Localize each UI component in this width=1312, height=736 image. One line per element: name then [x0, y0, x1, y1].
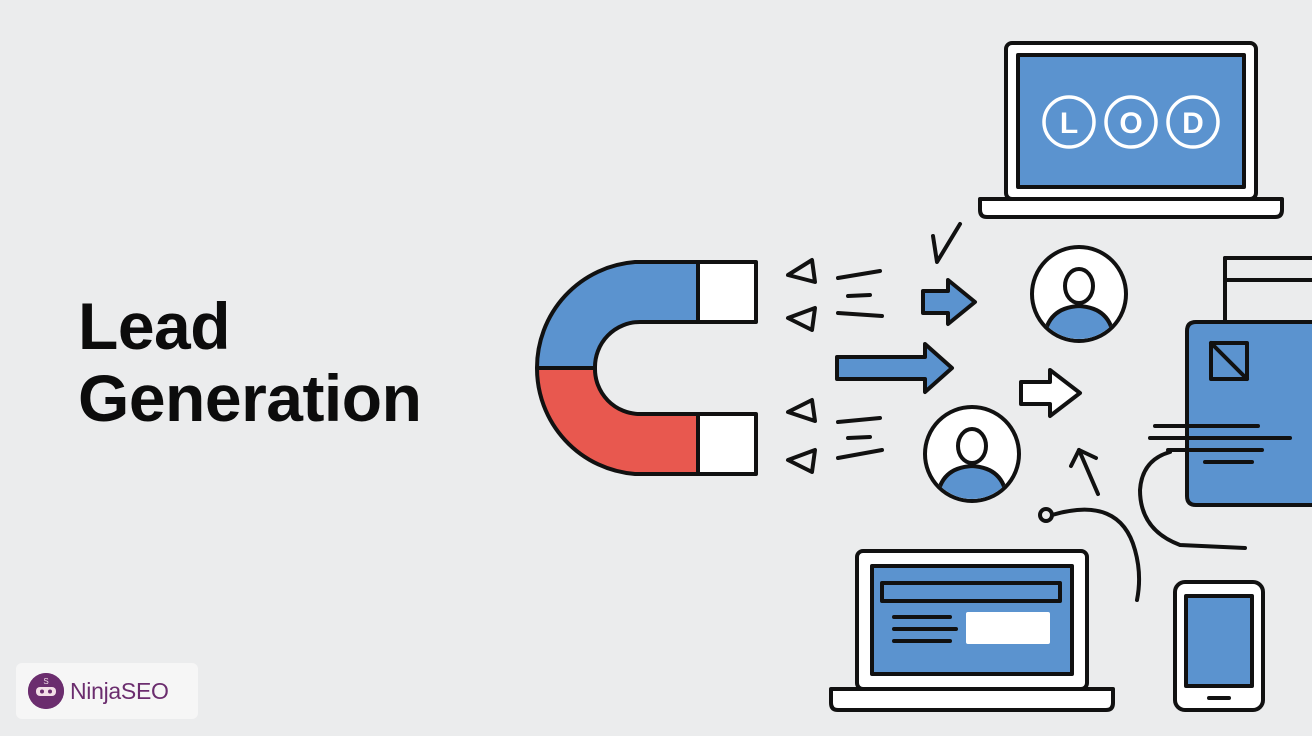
magnet-icon	[534, 260, 758, 476]
laptop-icon	[978, 41, 1284, 219]
user-avatar-icon	[923, 405, 1021, 503]
laptop-screen-letter: D	[1182, 107, 1204, 140]
logo-wordmark: NinjaSEO	[70, 677, 169, 704]
logo-badge-letter: S	[43, 677, 48, 686]
laptop-screen-letter: L	[1060, 107, 1078, 140]
attraction-marks	[786, 258, 884, 474]
arrow-right-icon	[921, 278, 977, 326]
headline-line-1: Lead	[78, 289, 231, 363]
headline: Lead Generation	[78, 289, 422, 435]
checkmark-icon	[931, 222, 962, 264]
arrow-up-icon	[1069, 448, 1100, 496]
connector-line	[1038, 507, 1142, 602]
headline-line-2: Generation	[78, 361, 422, 435]
ninja-logo-icon: S	[28, 673, 64, 709]
arrow-right-icon	[1019, 368, 1082, 418]
ninjaseo-logo[interactable]: S NinjaSEO	[16, 663, 198, 719]
smartphone-icon	[1173, 580, 1265, 712]
document-card-icon	[1138, 256, 1312, 550]
arrow-right-icon	[835, 342, 954, 394]
user-avatar-icon	[1030, 245, 1128, 343]
laptop-icon	[829, 549, 1115, 712]
laptop-screen-letter: O	[1119, 107, 1142, 140]
